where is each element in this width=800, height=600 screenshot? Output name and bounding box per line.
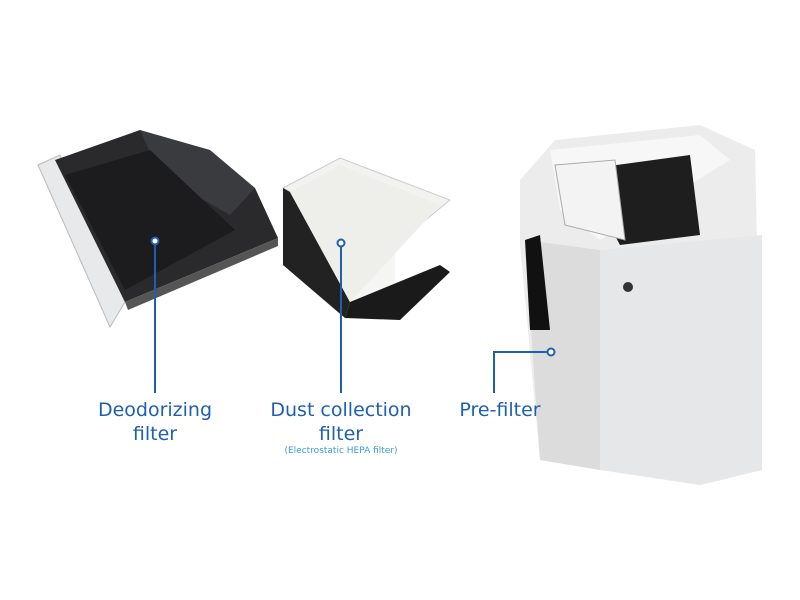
dust-filter-sublabel: (Electrostatic HEPA filter)	[284, 446, 398, 456]
dust-pointer-dot	[336, 238, 346, 248]
label-line: Dust collection	[270, 399, 412, 421]
prefilter-label: Pre-filter	[459, 399, 541, 421]
label-line: Deodorizing	[97, 399, 213, 421]
deodorizing-filter-label: Deodorizing filter	[75, 398, 235, 446]
prefilter-pointer-dot	[546, 347, 556, 357]
air-purifier-image	[520, 125, 762, 485]
label-line: filter	[318, 423, 364, 445]
deodorizing-pointer-dot	[150, 236, 160, 246]
leader-lines	[150, 236, 556, 393]
dust-collection-filter-image	[281, 157, 451, 320]
dust-collection-filter-label: Dust collection filter	[251, 398, 431, 446]
deodorizing-filter-image	[37, 130, 278, 329]
label-line: filter	[132, 423, 178, 445]
